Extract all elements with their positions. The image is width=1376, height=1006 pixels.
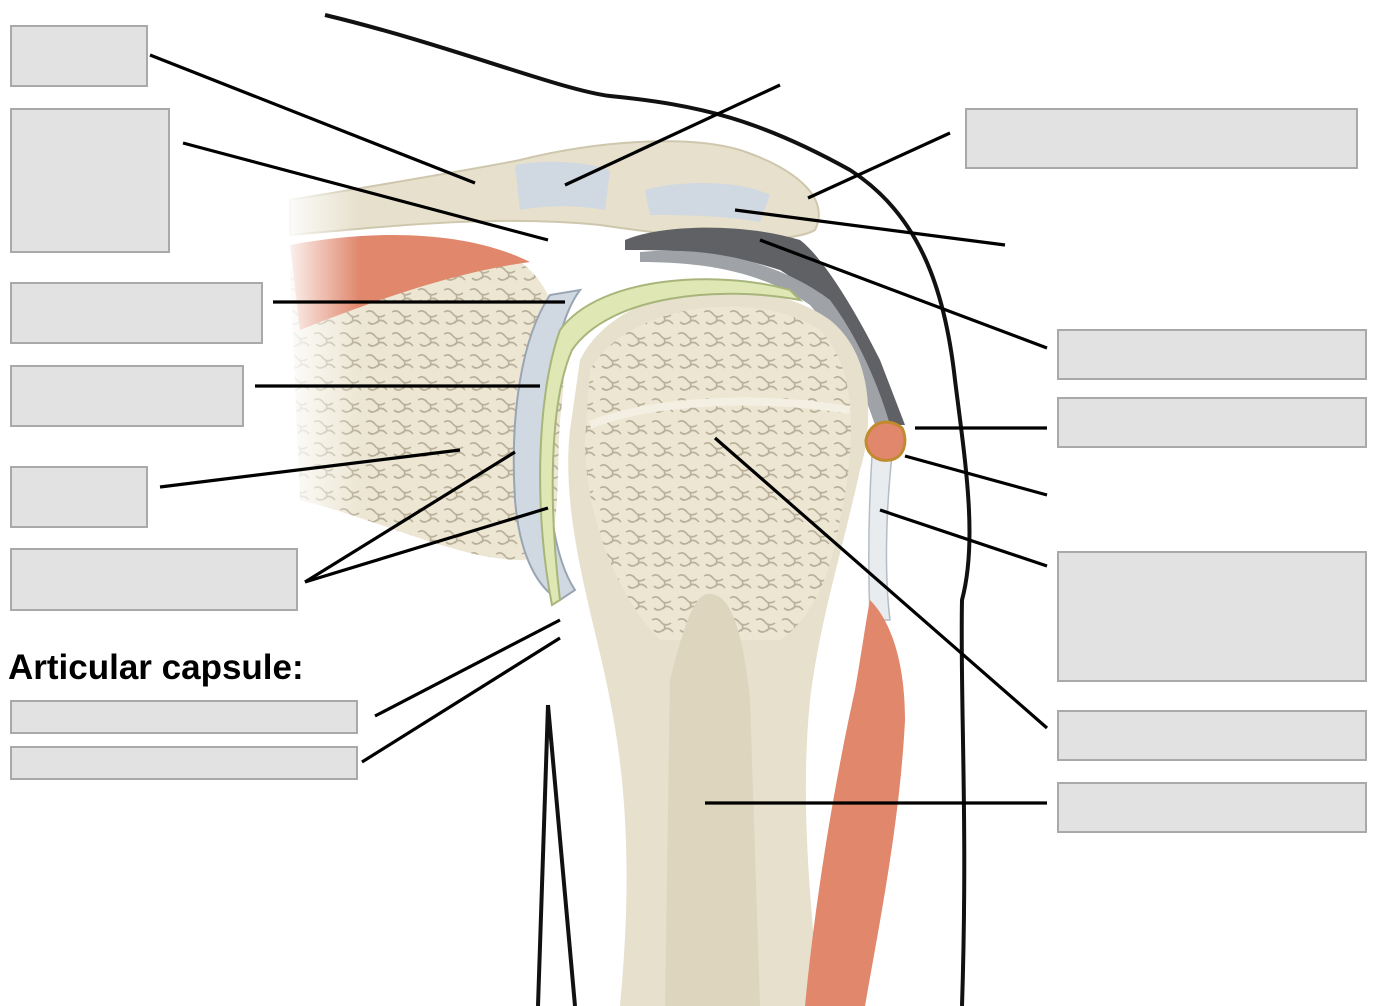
- leader-line: [713, 436, 1049, 730]
- leader-line: [182, 141, 549, 242]
- leader-line: [807, 131, 951, 200]
- label-box[interactable]: [1057, 782, 1367, 833]
- label-box[interactable]: [1057, 710, 1367, 761]
- label-box[interactable]: [10, 25, 148, 87]
- leader-line: [159, 448, 461, 489]
- label-box[interactable]: [965, 108, 1358, 169]
- label-box[interactable]: [10, 466, 148, 528]
- left-fade: [280, 170, 360, 570]
- label-box[interactable]: [1057, 329, 1367, 380]
- tendon-sheath: [864, 420, 907, 462]
- leader-line: [304, 450, 516, 584]
- epiphyseal-line: [588, 397, 851, 429]
- skin-outline: [324, 13, 972, 1006]
- label-box-articular-capsule-1[interactable]: [10, 700, 358, 734]
- leader-line: [304, 506, 549, 584]
- label-box[interactable]: [10, 108, 170, 253]
- label-box[interactable]: [10, 548, 298, 611]
- leader-line: [904, 454, 1048, 497]
- coracoacromial-ligament: [645, 183, 770, 222]
- medullary-cavity: [665, 593, 760, 1006]
- leader-line: [564, 83, 781, 187]
- label-box[interactable]: [1057, 397, 1367, 448]
- leader-line: [361, 636, 561, 764]
- label-box[interactable]: [10, 365, 244, 427]
- label-box-articular-capsule-2[interactable]: [10, 746, 358, 780]
- label-box[interactable]: [10, 282, 263, 344]
- leader-line: [759, 238, 1048, 350]
- articular-cartilage: [539, 278, 803, 607]
- leader-line: [374, 618, 561, 718]
- leader-lines: [149, 53, 1049, 805]
- leader-line: [149, 53, 476, 185]
- leader-line: [734, 208, 1006, 247]
- torso-outline: [536, 704, 577, 1006]
- humeral-head-spongy: [585, 306, 852, 640]
- biceps-tendon: [867, 454, 893, 621]
- articular-capsule-heading: Articular capsule:: [8, 648, 304, 687]
- label-box[interactable]: [1057, 551, 1367, 682]
- leader-line: [879, 508, 1048, 568]
